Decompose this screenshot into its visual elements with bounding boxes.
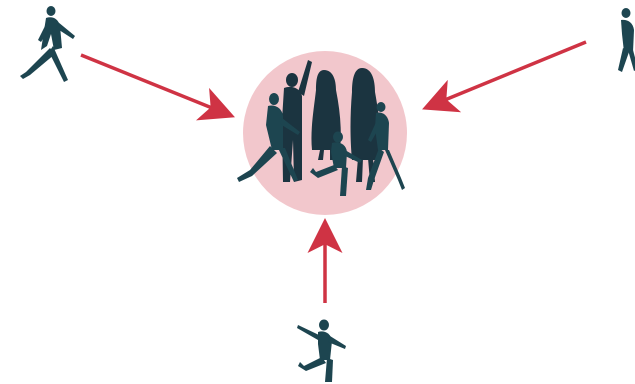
person-walking-icon [20, 6, 75, 82]
person-walking-icon [297, 320, 346, 383]
person-walking-icon [618, 8, 635, 72]
arrow-right-to-crowd [435, 42, 586, 104]
arrow-left-to-crowd [81, 55, 222, 112]
